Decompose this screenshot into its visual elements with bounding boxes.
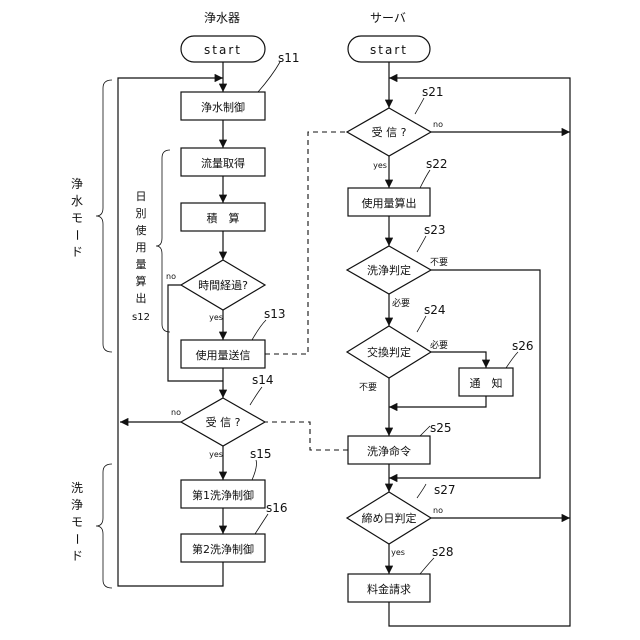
s16-label: 第2洗浄制御 (192, 542, 254, 556)
daily-usage-char: 出 (136, 291, 147, 305)
daily-usage-char: 日 (136, 190, 147, 203)
s28-ref: s28 (432, 545, 454, 559)
s26-ref: s26 (512, 339, 534, 353)
daily-usage-char: 用 (136, 241, 147, 254)
start-label-right: start (370, 43, 408, 57)
brace-purify-mode (96, 80, 112, 352)
s24-noneed-label: 不要 (359, 382, 377, 393)
s28-leader (420, 558, 434, 574)
s23-no-label: 不要 (430, 257, 448, 268)
s14-yes-label: yes (209, 450, 223, 459)
s15-ref: s15 (250, 447, 272, 461)
s26-leader (506, 352, 518, 368)
s24-need-label: 必要 (430, 339, 448, 351)
s21-label: 受 信 ? (372, 126, 407, 139)
signal-command-to-purifier (265, 422, 348, 450)
s25-label: 洗浄命令 (367, 444, 411, 458)
s22-ref: s22 (426, 157, 448, 171)
s14-ref: s14 (252, 373, 274, 387)
s23-yes-label: 必要 (392, 297, 410, 309)
purify-mode-char: 水 (71, 194, 83, 208)
s21-leader (415, 98, 424, 114)
s13-ref: s13 (264, 307, 286, 321)
purify-mode-char: 浄 (71, 177, 83, 191)
s24-label: 交換判定 (367, 345, 411, 359)
s11-label: 浄水制御 (201, 100, 245, 114)
time-yes-label: yes (209, 313, 223, 322)
s23-leader (417, 236, 426, 252)
header-water-purifier: 浄水器 (204, 11, 240, 25)
s14-label: 受 信 ? (206, 416, 241, 429)
flow-label: 流量取得 (201, 156, 245, 170)
s28-label: 料金請求 (367, 582, 411, 596)
s25-ref: s25 (430, 421, 452, 435)
wash-mode-char: ー (70, 533, 84, 545)
brace-wash-mode (96, 464, 112, 588)
daily-usage-char: 別 (136, 207, 147, 220)
s21-ref: s21 (422, 85, 444, 99)
daily-usage-ref: s12 (132, 312, 150, 323)
accum-label: 積 算 (207, 211, 240, 225)
purify-mode-char: モ (71, 211, 83, 225)
s11-ref: s11 (278, 51, 300, 65)
s16-leader (255, 514, 268, 534)
daily-usage-char: 使 (136, 224, 147, 237)
s13-label: 使用量送信 (196, 348, 251, 362)
wash-mode-char: 浄 (71, 498, 83, 512)
wash-mode-char: モ (71, 515, 83, 529)
purify-mode-label: 浄 水 モ ー ド (70, 177, 84, 259)
header-server: サーバ (370, 11, 406, 25)
s23-label: 洗浄判定 (367, 263, 411, 277)
s25-leader (420, 426, 430, 436)
s15-label: 第1洗浄制御 (192, 488, 254, 502)
time-label: 時間経過? (198, 279, 248, 292)
wash-mode-label: 洗 浄 モ ー ド (70, 481, 84, 563)
s27-label: 締め日判定 (362, 511, 417, 525)
s15-leader (252, 460, 257, 480)
s23-ref: s23 (424, 223, 446, 237)
s26-label: 通 知 (470, 376, 503, 390)
s14-no-label: no (171, 408, 181, 417)
s14-leader (250, 387, 262, 405)
s11-leader (258, 62, 280, 92)
purify-mode-char: ー (70, 229, 84, 241)
s24-ref: s24 (424, 303, 446, 317)
daily-usage-char: 量 (136, 258, 147, 271)
s27-no-label: no (433, 506, 443, 515)
daily-usage-label: 日 別 使 用 量 算 出 s12 (132, 190, 150, 323)
daily-usage-char: 算 (136, 274, 147, 288)
s27-leader (417, 484, 426, 498)
wash-mode-char: ド (71, 549, 83, 563)
s16-ref: s16 (266, 501, 288, 515)
s22-label: 使用量算出 (362, 196, 417, 210)
wash-mode-char: 洗 (71, 481, 83, 495)
purify-mode-char: ド (71, 245, 83, 259)
s27-yes-label: yes (391, 548, 405, 557)
s27-ref: s27 (434, 483, 456, 497)
arrow-s26-merge (389, 396, 486, 407)
start-label-left: start (204, 43, 242, 57)
s13-leader (252, 320, 266, 340)
s21-no-label: no (433, 120, 443, 129)
s21-yes-label: yes (373, 161, 387, 170)
arrow-s24-to-s26 (431, 352, 486, 368)
time-no-label: no (166, 272, 176, 281)
s22-leader (420, 170, 430, 188)
s24-leader (417, 316, 426, 332)
